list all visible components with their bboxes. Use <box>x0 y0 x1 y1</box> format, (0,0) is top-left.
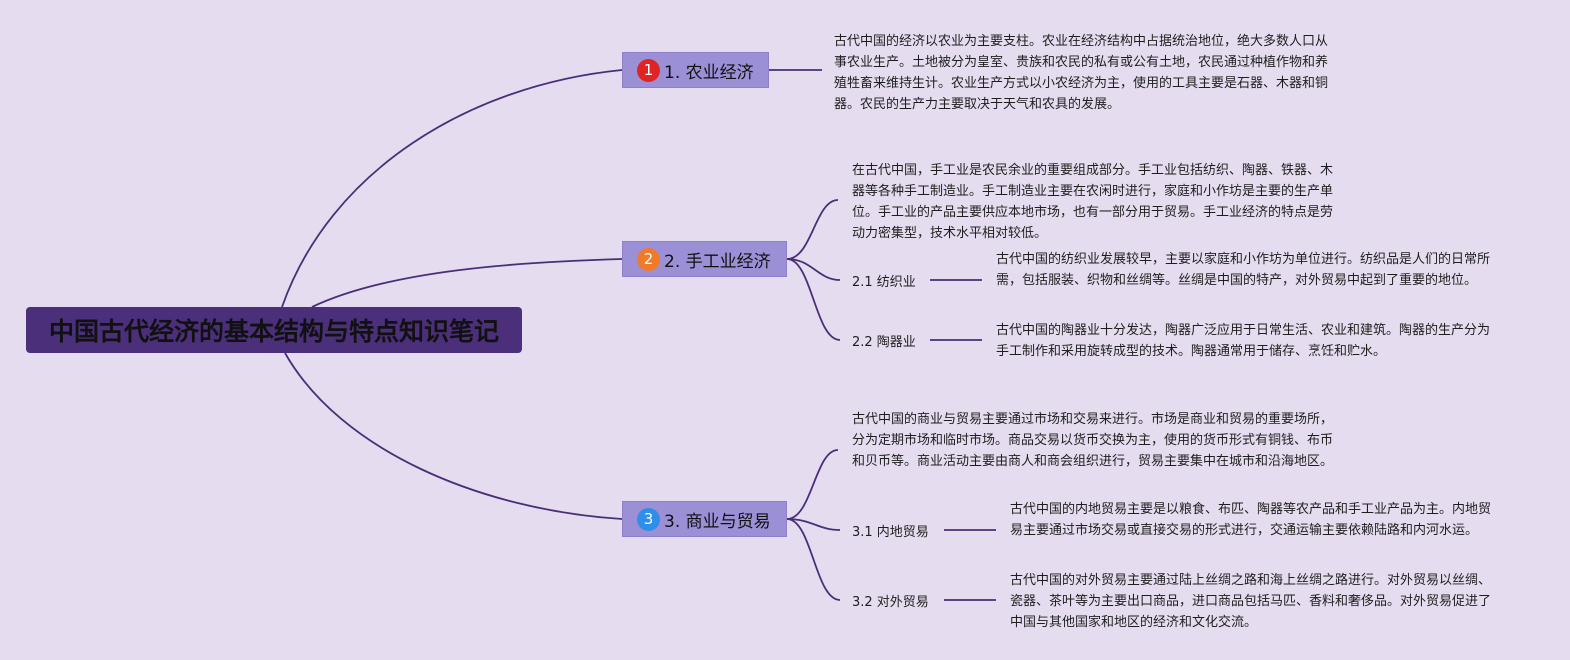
connector-branch-3-note <box>786 449 839 520</box>
branch-topic-label: 3. 商业与贸易 <box>664 511 771 532</box>
root-topic[interactable]: 中国古代经济的基本结构与特点知识笔记 <box>26 307 522 353</box>
subtopic-textile[interactable]: 2.1 纺织业 <box>852 275 916 290</box>
connector-root-branch-1 <box>281 69 623 308</box>
connector-branch-2-sub-1 <box>786 258 841 281</box>
number-2-badge-icon: 2 <box>637 247 660 271</box>
branch-topic-handicraft[interactable]: 2 2. 手工业经济 <box>622 241 787 277</box>
number-1-badge-icon: 1 <box>637 58 660 82</box>
branch-topic-label: 1. 农业经济 <box>664 62 754 83</box>
pottery-note: 古代中国的陶器业十分发达，陶器广泛应用于日常生活、农业和建筑。陶器的生产分为手工… <box>996 323 1491 359</box>
number-3-badge-icon: 3 <box>637 507 660 531</box>
agriculture-note: 古代中国的经济以农业为主要支柱。农业在经济结构中占据统治地位，绝大多数人口从事农… <box>834 34 1329 112</box>
branch-topic-label: 2. 手工业经济 <box>664 251 771 272</box>
handicraft-note: 在古代中国，手工业是农民余业的重要组成部分。手工业包括纺织、陶器、铁器、木器等各… <box>852 163 1334 241</box>
subtopic-domestic-trade[interactable]: 3.1 内地贸易 <box>852 525 929 540</box>
subtopic-foreign-trade[interactable]: 3.2 对外贸易 <box>852 595 929 610</box>
domestic-trade-note: 古代中国的内地贸易主要是以粮食、布匹、陶器等农产品和手工业产品为主。内地贸易主要… <box>1010 502 1492 538</box>
connector-root-branch-3 <box>284 352 623 520</box>
branch-topic-agriculture[interactable]: 1 1. 农业经济 <box>622 52 769 88</box>
foreign-trade-note: 古代中国的对外贸易主要通过陆上丝绸之路和海上丝绸之路进行。对外贸易以丝绸、瓷器、… <box>1010 573 1492 630</box>
textile-note: 古代中国的纺织业发展较早，主要以家庭和小作坊为单位进行。纺织品是人们的日常所需，… <box>996 252 1491 288</box>
commerce-note: 古代中国的商业与贸易主要通过市场和交易来进行。市场是商业和贸易的重要场所，分为定… <box>852 412 1334 469</box>
connector-root-branch-2 <box>311 258 623 308</box>
connector-branch-3-sub-1 <box>786 518 841 531</box>
subtopic-pottery[interactable]: 2.2 陶器业 <box>852 335 916 350</box>
connector-branch-2-note <box>786 199 839 260</box>
connector-branch-2-sub-2 <box>786 258 841 341</box>
root-topic-title: 中国古代经济的基本结构与特点知识笔记 <box>48 317 499 346</box>
connector-branch-3-sub-2 <box>786 518 841 601</box>
branch-topic-commerce[interactable]: 3 3. 商业与贸易 <box>622 501 787 537</box>
